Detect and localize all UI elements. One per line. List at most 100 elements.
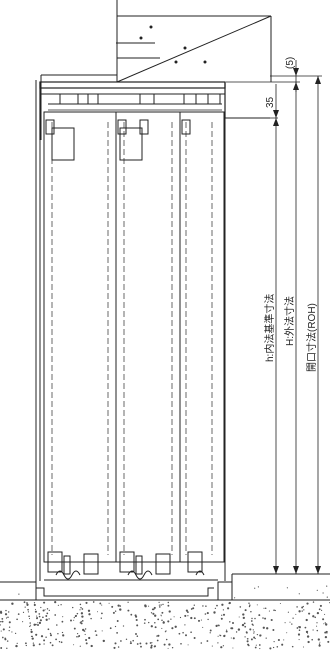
concrete-speck [179,616,182,619]
concrete-speck [270,618,273,622]
concrete-speck [324,635,328,639]
concrete-speck [57,632,59,635]
concrete-speck [268,610,270,612]
concrete-speck [55,638,57,641]
concrete-speck [49,641,52,644]
concrete-speck [206,640,209,642]
concrete-speck [14,632,17,635]
concrete-speck [85,601,88,604]
concrete-speck [42,616,44,619]
concrete-speck [70,619,72,622]
concrete-speck [323,623,325,625]
concrete-speck [132,639,134,642]
concrete-speck [48,609,50,612]
concrete-speck [47,628,50,631]
concrete-speck [209,632,211,634]
concrete-speck [158,601,160,604]
concrete-speck [312,615,315,618]
concrete-speck [249,628,252,631]
concrete-speck [38,621,42,625]
concrete-speck [322,618,325,621]
concrete-speck [135,618,138,622]
concrete-speck [325,630,328,633]
concrete-speck [250,611,252,613]
concrete-speck [50,634,52,637]
concrete-speck [256,633,259,636]
concrete-speck [307,640,310,644]
concrete-speck [220,646,223,649]
concrete-speck [297,633,301,636]
concrete-speck [301,610,303,612]
concrete-speck [122,625,125,627]
concrete-speck [95,634,98,636]
concrete-speck [11,602,14,605]
concrete-speck [197,619,201,622]
concrete-speck [108,602,110,604]
concrete-speck [35,633,38,636]
concrete-speck [318,608,321,611]
concrete-speck [43,639,46,642]
concrete-speck [90,617,92,620]
concrete-speck [54,614,57,616]
concrete-speck [318,644,321,647]
concrete-speck [76,636,78,638]
concrete-speck [242,616,245,620]
concrete-speck [150,612,153,614]
concrete-speck [227,607,230,610]
concrete-speck [251,617,253,620]
concrete-speck [81,608,84,610]
gap-dimension-label: (5) [285,57,296,69]
concrete-speck [38,613,41,615]
concrete-speck [276,646,279,648]
concrete-speck [1,636,4,639]
concrete-speck [1,620,4,623]
concrete-speck [25,644,27,647]
concrete-speck [38,615,41,618]
concrete-speck [281,643,284,646]
concrete-speck [62,634,65,637]
concrete-speck [45,615,48,617]
concrete-speck [33,603,36,607]
concrete-speck [190,631,192,633]
concrete-speck [324,613,326,615]
concrete-speck [305,630,309,634]
concrete-speck [11,631,13,633]
concrete-speck [136,643,139,645]
concrete-speck [264,617,267,620]
concrete-speck [312,601,315,603]
concrete-speck [170,618,172,620]
concrete-speck [16,642,18,644]
concrete-speck [327,640,330,643]
concrete-speck [167,601,170,604]
concrete-speck [319,604,322,607]
concrete-speck [321,609,323,611]
concrete-speck [30,630,33,634]
concrete-speck [8,626,11,628]
concrete-speck [82,628,85,632]
concrete-speck [264,607,267,609]
door-leaf-3 [179,111,225,563]
concrete-speck [162,603,164,606]
concrete-speck [29,625,31,628]
concrete-speck [298,593,300,595]
concrete-speck [259,648,261,650]
concrete-speck [49,632,52,635]
concrete-speck [316,629,319,632]
concrete-speck [229,621,231,623]
concrete-speck [239,606,242,608]
concrete-speck [326,596,328,598]
concrete-speck [78,635,81,637]
concrete-speck [160,604,162,606]
concrete-speck [221,603,224,606]
concrete-hatch [0,585,330,650]
concrete-speck [226,629,228,631]
concrete-speck [161,611,164,614]
concrete-speck [74,615,77,617]
concrete-speck [246,640,249,643]
concrete-speck [73,619,75,621]
concrete-speck [46,608,49,610]
concrete-speck [79,609,81,611]
concrete-speck [304,626,307,629]
concrete-speck [60,641,63,644]
concrete-speck [24,606,26,608]
